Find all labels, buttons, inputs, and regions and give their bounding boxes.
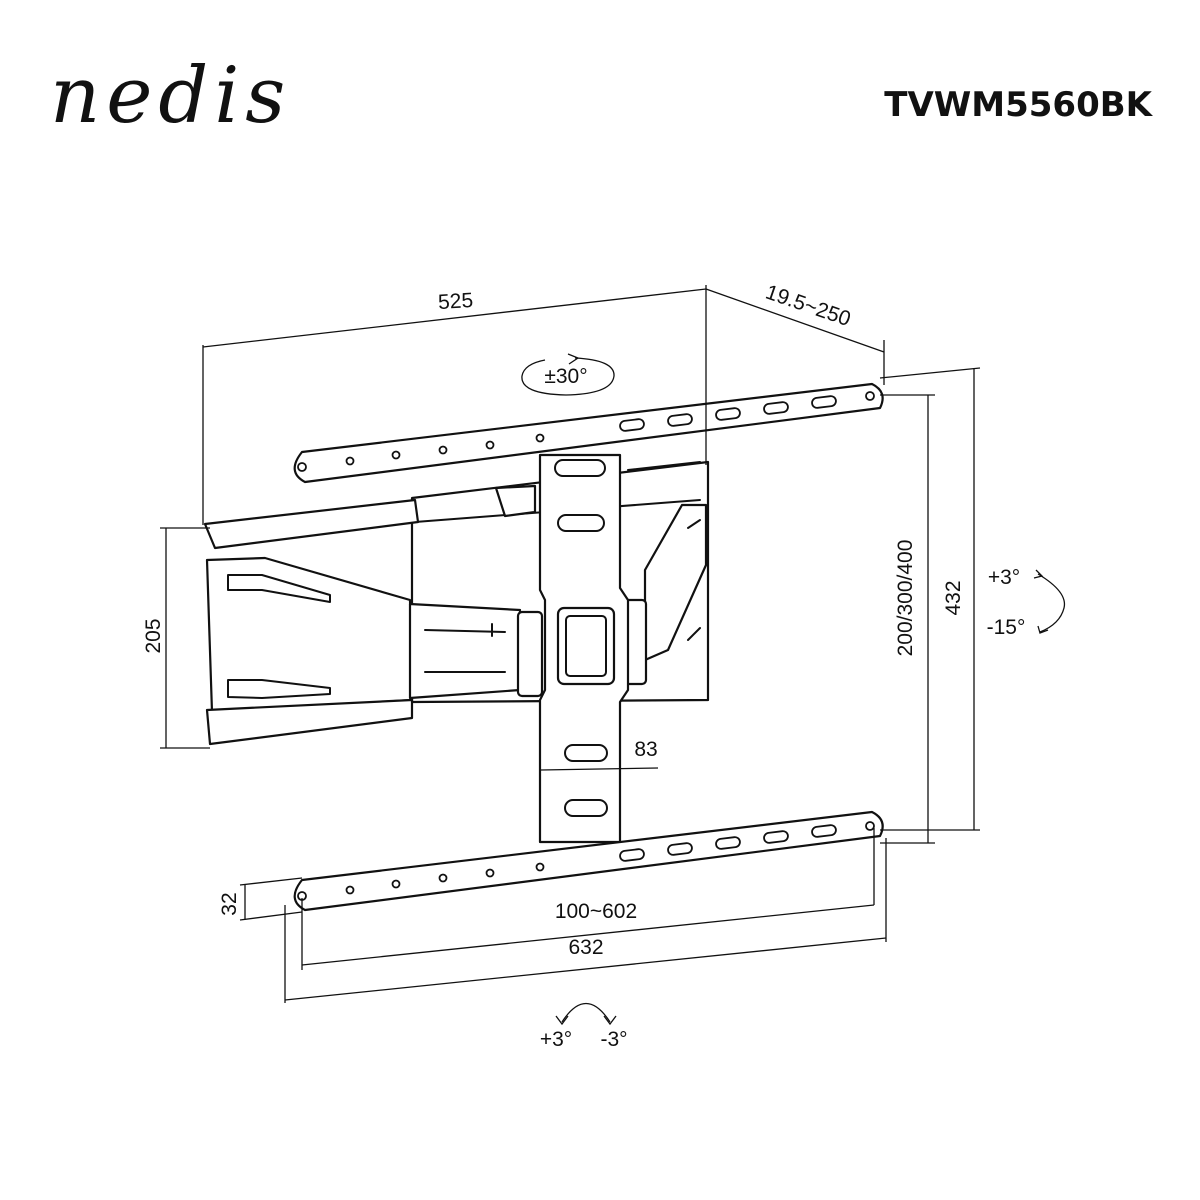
rail-slot <box>811 824 837 838</box>
rail-slot <box>811 395 837 409</box>
rail-hole <box>297 462 307 472</box>
rail-slot <box>619 418 645 432</box>
rail-hole <box>865 391 875 401</box>
dim-upright-width: 83 <box>634 738 657 761</box>
rail-hole <box>438 445 448 455</box>
dim-bracket-height: 432 <box>942 580 965 615</box>
rail-hole <box>391 879 401 889</box>
rail-hole <box>535 433 545 443</box>
dim-tilt-down: -15° <box>987 616 1026 639</box>
rail-slot <box>667 413 693 427</box>
tilt-arrow-icon <box>1033 569 1066 634</box>
dim-swivel: ±30° <box>544 365 587 388</box>
model-number: TVWM5560BK <box>884 85 1153 125</box>
bottom-rail <box>293 810 884 912</box>
dim-rail-height: 32 <box>218 892 241 915</box>
swivel-arrow-icon <box>521 353 615 396</box>
top-rail <box>293 382 884 484</box>
dim-rotation-plus: +3° <box>540 1028 572 1051</box>
dim-vesa-vertical: 200/300/400 <box>894 540 917 657</box>
upright-slot-4 <box>564 799 608 817</box>
rail-hole <box>345 885 355 895</box>
dimension-lines <box>160 285 981 1003</box>
rail-slot <box>667 842 693 856</box>
rail-hole <box>535 862 545 872</box>
rail-slot <box>715 407 741 421</box>
arm-slot-lower <box>227 679 331 699</box>
rail-slot <box>619 848 645 862</box>
vertical-upright <box>538 453 630 844</box>
upright-slot-1 <box>554 459 606 477</box>
arm-slot-upper <box>227 574 331 603</box>
dim-rail-length: 632 <box>568 936 603 959</box>
dim-vesa-horizontal: 100~602 <box>555 900 637 923</box>
rail-hole <box>485 868 495 878</box>
articulating-arm <box>203 484 648 746</box>
rotation-arrow-icon <box>555 1003 617 1026</box>
rail-hole <box>485 440 495 450</box>
upright-slot-2 <box>557 514 605 532</box>
dim-tilt-up: +3° <box>988 566 1020 589</box>
upright-slot-3 <box>564 744 608 762</box>
dim-arm-plate-height: 205 <box>142 618 165 653</box>
rail-hole <box>865 821 875 831</box>
brand-logo: nedis <box>50 51 291 141</box>
rail-slot <box>763 401 789 415</box>
rail-hole <box>391 450 401 460</box>
rail-slot <box>715 836 741 850</box>
dim-depth-range: 19.5~250 <box>763 281 854 331</box>
rail-slot <box>763 830 789 844</box>
rail-hole <box>345 456 355 466</box>
dim-total-width: 525 <box>437 289 473 314</box>
rail-hole <box>438 873 448 883</box>
dim-rotation-minus: -3° <box>600 1028 627 1051</box>
